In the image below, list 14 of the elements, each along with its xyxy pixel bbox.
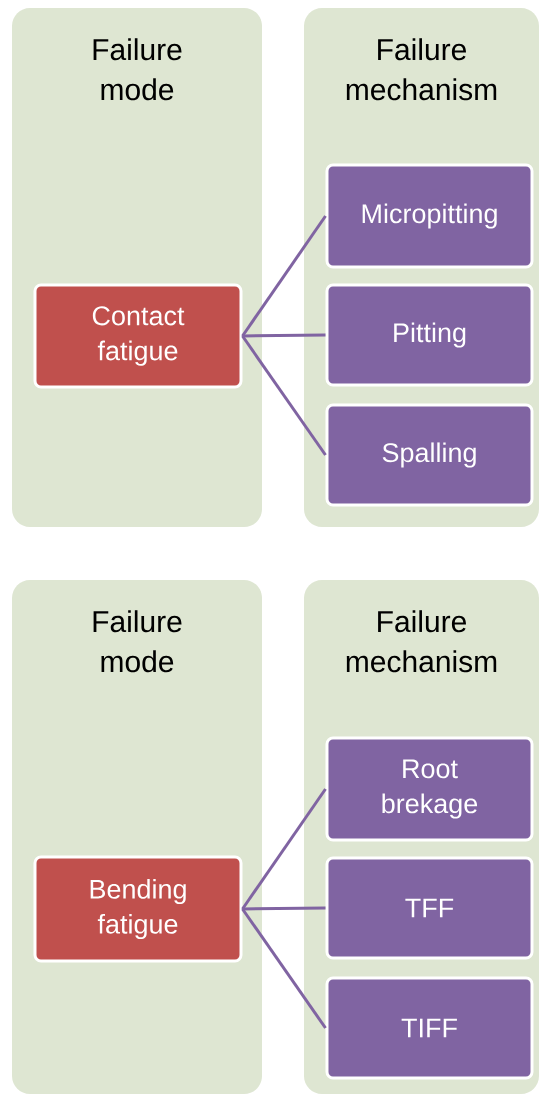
mode-box: Contact fatigue [33, 283, 243, 389]
connector-line [241, 788, 327, 910]
connector-line [242, 333, 326, 338]
connector-line [241, 335, 327, 456]
connector-line [241, 908, 327, 1029]
connector-line [242, 906, 326, 911]
mechanism-box: TIFF [325, 976, 534, 1080]
mode-box: Bending fatigue [33, 855, 243, 963]
mechanism-box: Pitting [325, 283, 534, 387]
mechanism-box: Root brekage [325, 736, 534, 842]
mechanism-box: TFF [325, 856, 534, 960]
mechanism-box: Micropitting [325, 163, 534, 269]
connector-line [241, 215, 327, 337]
mechanism-box: Spalling [325, 403, 534, 507]
